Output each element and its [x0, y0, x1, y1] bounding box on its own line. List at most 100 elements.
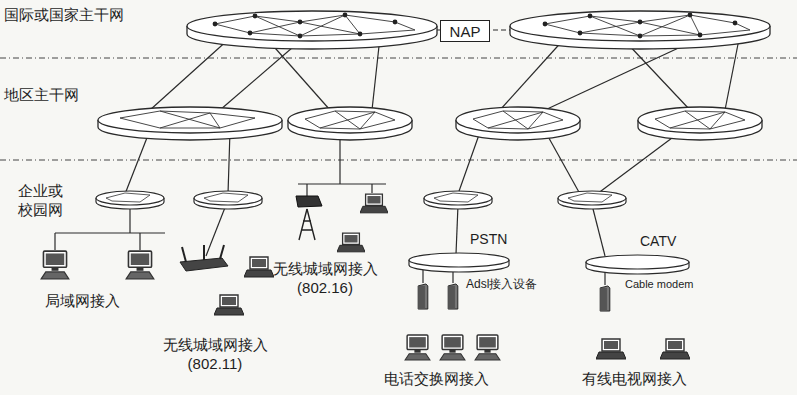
campus-ring: [194, 191, 262, 205]
router-dot: [733, 21, 738, 26]
network-name: CATV: [640, 233, 676, 250]
wireless-router: [203, 245, 205, 260]
network-link: [125, 130, 150, 194]
layer-separator: [0, 58, 797, 160]
device-label: Adsl接入设备: [466, 277, 537, 291]
router-dot: [688, 13, 693, 18]
regional-ring: [98, 107, 282, 133]
laptop-icon: [596, 339, 626, 359]
computer-icon: [41, 251, 154, 279]
layer-label: 地区主干网: [4, 86, 79, 105]
layer-label: 国际或国家主干网: [4, 6, 124, 25]
computer-icon: [41, 251, 69, 279]
computer-icon: [405, 335, 500, 360]
wireless-router: [182, 247, 186, 262]
ring-outline: [409, 253, 509, 267]
backbone-ring: [510, 11, 770, 41]
regional-mesh: [120, 111, 255, 128]
computer-icon: [475, 335, 500, 360]
router-dot: [248, 31, 253, 36]
campus-mesh: [434, 193, 478, 202]
router-dot: [358, 32, 363, 37]
router-dot: [213, 22, 218, 27]
network-link: [220, 41, 300, 110]
network-link: [298, 183, 386, 184]
regional-mesh: [120, 111, 745, 129]
cable-modem: [600, 286, 610, 311]
backbone-ring: [187, 11, 770, 49]
router-dot: [393, 20, 398, 25]
network-link: [456, 205, 458, 254]
network-link: [306, 184, 307, 196]
laptop-icon: [214, 257, 274, 315]
backbone-mesh: [580, 15, 700, 36]
campus-mesh: [204, 193, 248, 202]
device-label: Cable modem: [625, 278, 693, 291]
network-link: [139, 233, 140, 250]
adsl-modem: [418, 284, 428, 309]
access-label: 有线电视网接入: [582, 370, 687, 389]
laptop-icon: [596, 339, 690, 359]
backbone-mesh: [545, 15, 750, 36]
wireless-router: [220, 245, 224, 259]
regional-ring: [638, 107, 762, 133]
router-dot: [638, 20, 643, 25]
network-link: [55, 30, 740, 285]
network-link: [150, 38, 230, 110]
network-link: [592, 205, 605, 256]
layer-label: 企业或 校园网: [18, 182, 66, 220]
laptop-icon: [660, 339, 690, 359]
layer-separator: [0, 160, 797, 161]
regional-mesh: [473, 111, 563, 129]
node-label: NAP: [450, 23, 481, 40]
base-station: [299, 209, 315, 240]
network-link: [228, 131, 230, 194]
base-station: [296, 196, 322, 207]
network-link: [55, 232, 165, 233]
regional-mesh: [655, 111, 745, 129]
router-dot: [343, 13, 348, 18]
pstn-ring: PSTNAdsl接入设备: [408, 252, 510, 274]
campus-mesh: [568, 193, 612, 202]
campus-mesh: [106, 193, 150, 202]
backbone-mesh: [250, 15, 360, 36]
network-link: [54, 233, 55, 250]
router-dot: [638, 34, 643, 39]
network-link: [597, 132, 680, 194]
regional-ring: [288, 107, 412, 133]
adsl-modem: [448, 284, 458, 309]
ring-outline: [408, 252, 510, 274]
laptop-icon: [337, 194, 388, 252]
regional-mesh: [320, 111, 375, 129]
backbone-mesh: [215, 15, 415, 36]
router-dot: [253, 14, 258, 19]
campus-ring: [558, 191, 626, 205]
network-link: [458, 132, 480, 194]
network-link: [268, 40, 330, 110]
laptop-icon: [244, 257, 274, 277]
campus-ring: [96, 191, 626, 209]
router-dot: [298, 20, 303, 25]
network-link: [371, 184, 372, 193]
access-label: 电话交换网接入: [384, 370, 489, 389]
computer-icon: [405, 335, 430, 360]
layer-separator: [0, 58, 797, 59]
ring-outline: [585, 254, 690, 276]
regional-ring: [98, 107, 762, 140]
network-link: [625, 41, 690, 110]
campus-mesh: [106, 193, 612, 202]
computer-icon: [440, 335, 465, 360]
network-link: [372, 37, 380, 110]
regional-ring: [456, 107, 580, 133]
regional-mesh: [160, 111, 220, 128]
computer-icon: [126, 251, 154, 279]
catv-ring: CATVCable modem: [585, 254, 690, 276]
laptop-icon: [214, 295, 244, 315]
network-link: [545, 131, 580, 194]
cable-modem: [600, 286, 610, 311]
ring-outline: [586, 255, 689, 269]
adsl-modem: [418, 284, 458, 309]
laptop-icon: [337, 233, 365, 252]
